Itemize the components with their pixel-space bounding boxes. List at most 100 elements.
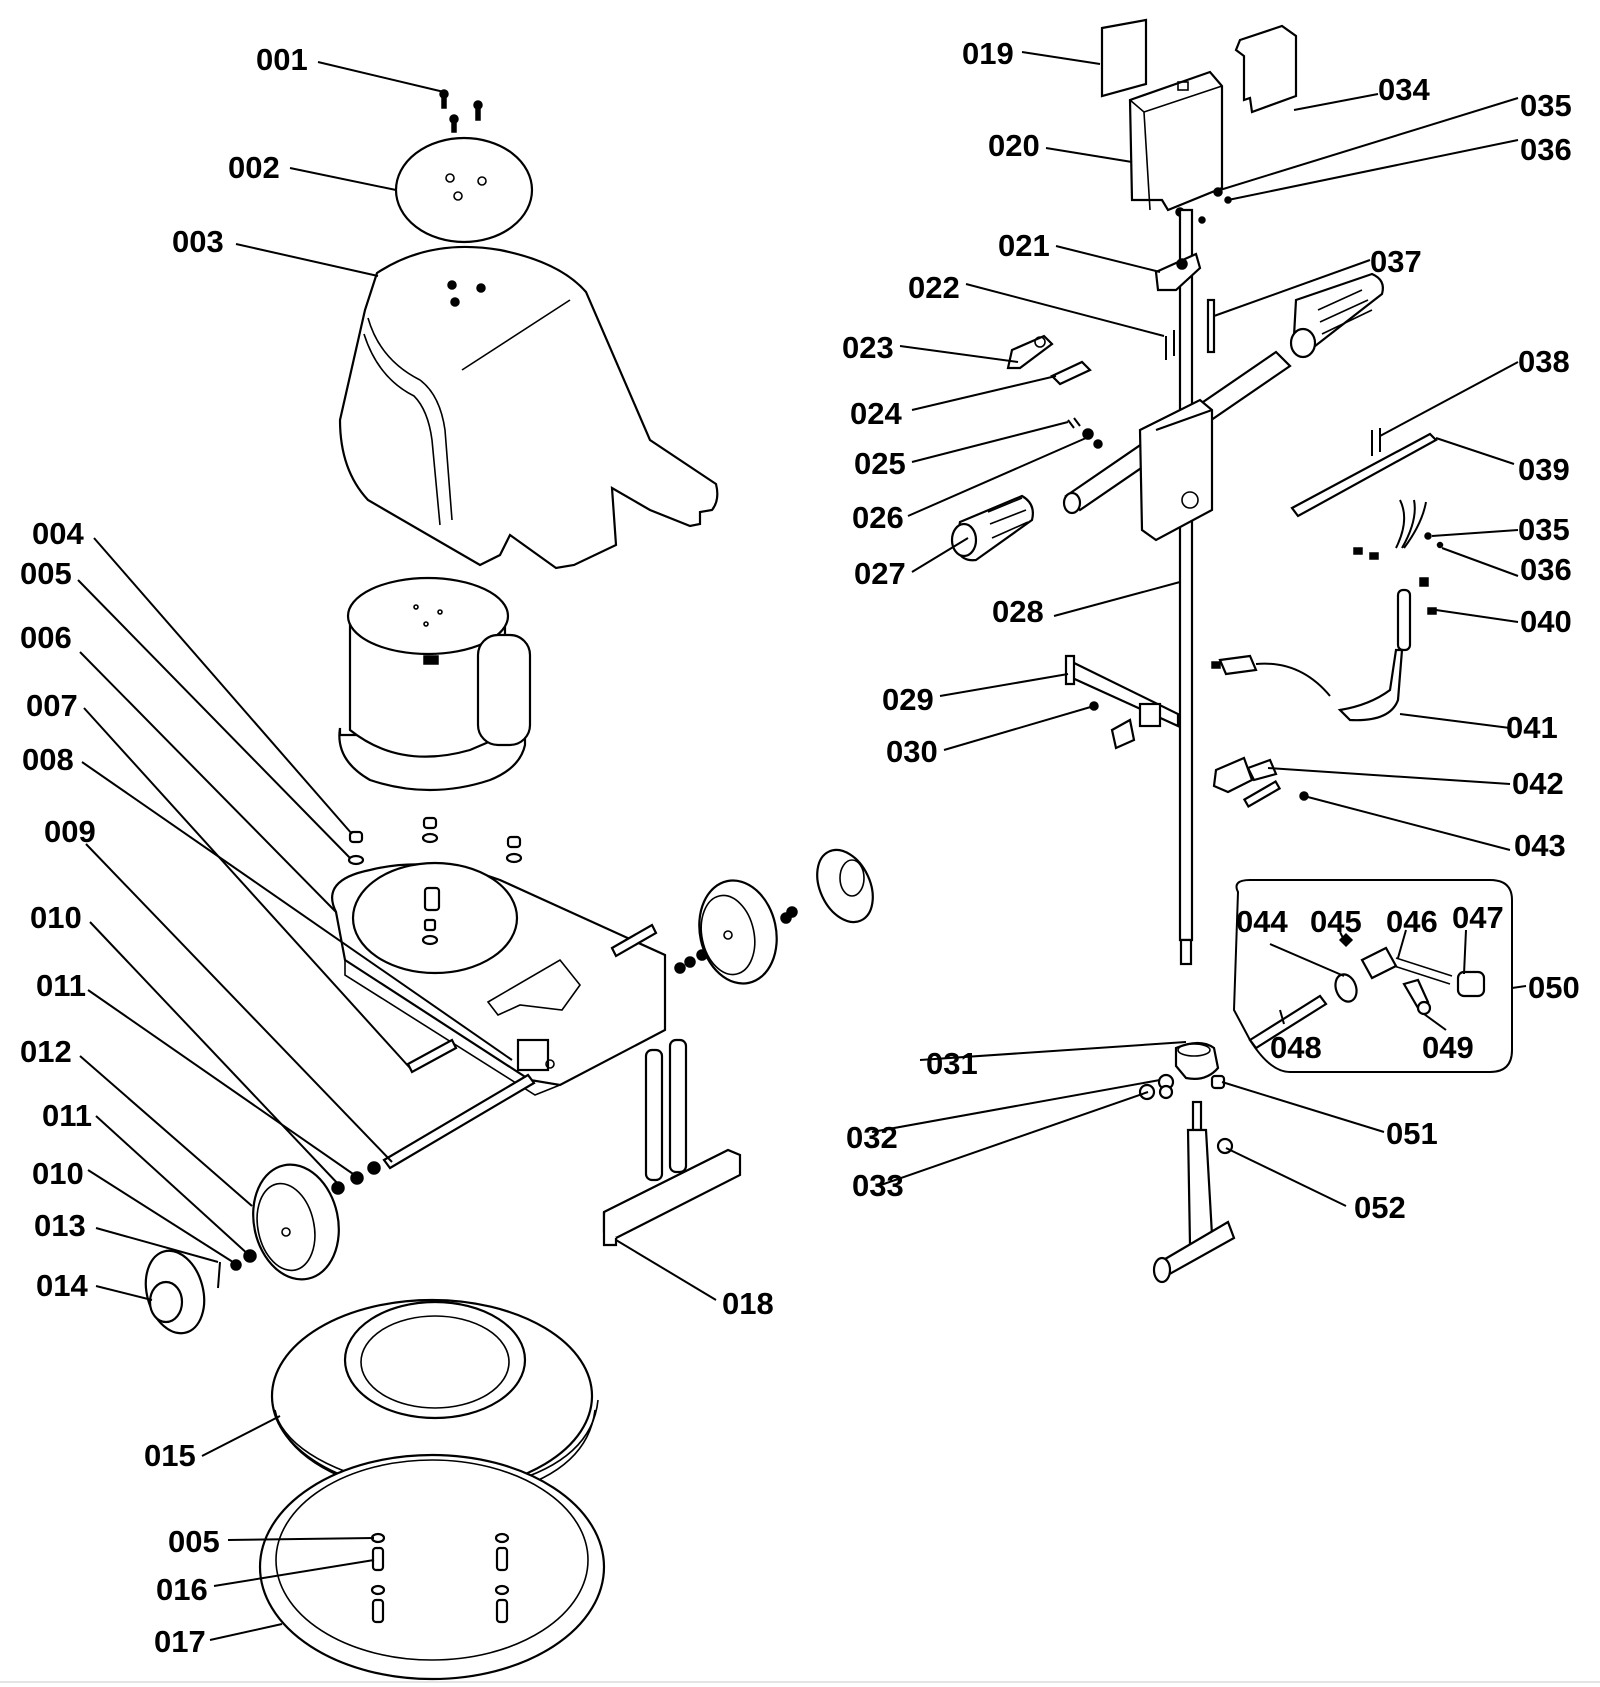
leader-021 [1055,245,1161,273]
switch-housing-020 [1128,70,1224,212]
callout-016: 016 [156,1572,208,1607]
bottom-divider [0,1681,1600,1683]
cord-assembly [1337,499,1444,722]
leader-010b [87,1169,237,1265]
leader-008 [81,761,513,1061]
callout-023: 023 [842,330,894,365]
leader-038 [1379,361,1519,437]
handle-lock-box-050 [1232,879,1513,1073]
threaded-rod-048 [1248,994,1328,1050]
leader-039 [1435,437,1515,465]
leader-032 [871,1079,1161,1133]
callout-020: 020 [988,128,1040,163]
leader-029 [939,673,1069,697]
callout-047: 047 [1452,900,1504,935]
callout-044: 044 [1236,904,1288,939]
motor-hood-003 [338,245,719,570]
callout-010: 010 [30,900,82,935]
leader-036b [1441,547,1519,577]
leader-025 [911,421,1069,463]
leader-017 [209,1623,283,1641]
leader-045 [1339,931,1345,941]
callout-032: 032 [846,1120,898,1155]
leader-019 [1021,51,1101,65]
leader-031 [919,1041,1187,1061]
callout-003: 003 [172,224,224,259]
callout-019: 019 [962,36,1014,71]
leader-lines [77,51,1527,1641]
callout-052: 052 [1354,1190,1406,1225]
leader-043 [1303,795,1511,851]
callout-034: 034 [1378,72,1430,107]
callout-011: 011 [36,968,86,1003]
leader-018 [615,1239,717,1301]
callout-035: 035 [1520,88,1572,123]
leader-016 [213,1559,375,1587]
callout-046: 046 [1386,904,1438,939]
callout-013: 013 [34,1208,86,1243]
leader-035b [1431,529,1519,537]
leader-009 [85,843,393,1163]
callout-031: 031 [926,1046,978,1081]
leader-027 [911,537,969,573]
leader-005b [227,1537,375,1541]
pins-022-spring-037 [1165,298,1216,360]
callout-027: 027 [854,556,906,591]
leader-044 [1269,943,1345,977]
front-wheel-right [674,848,874,985]
callout-011-b: 011 [42,1098,92,1133]
callout-043: 043 [1514,828,1566,863]
callout-026: 026 [852,500,904,535]
leader-007 [83,707,411,1069]
pin-038-rod-039 [1290,428,1438,518]
callout-036: 036 [1520,132,1572,167]
callout-040: 040 [1520,604,1572,639]
callout-041: 041 [1506,710,1558,745]
callout-labels: 001 002 003 004 005 006 007 008 009 010 … [20,36,1580,1659]
leader-012 [79,1055,253,1207]
handle-tube-028 [1178,208,1194,966]
leader-033 [877,1091,1149,1187]
leader-005a [77,579,351,859]
skirt-ring-017 [258,1453,606,1681]
callout-025: 025 [854,446,906,481]
handle-grip-027 [950,494,1034,562]
leader-041 [1399,713,1511,729]
screws-001 [439,89,483,133]
callout-048: 048 [1270,1030,1322,1065]
axle-009 [382,1073,536,1170]
leader-001 [317,61,445,93]
callout-008: 008 [22,742,74,777]
lever-023 [1006,334,1054,370]
handle-bar [1062,350,1292,542]
bracket-024 [1050,360,1092,386]
lever-bracket-029 [1064,654,1180,750]
leader-040 [1435,609,1519,623]
handle-base-t [1152,1100,1236,1284]
callout-036-b: 036 [1520,552,1572,587]
leader-013 [95,1227,219,1263]
callout-049: 049 [1422,1030,1474,1065]
callout-030: 030 [886,734,938,769]
leader-011a [87,989,357,1177]
cover-plate-034 [1234,24,1298,114]
leader-006 [79,651,337,913]
pad-driver-015 [270,1298,599,1504]
leader-049 [1423,1013,1447,1031]
callout-017: 017 [154,1624,206,1659]
lock-parts-044-049 [1334,932,1486,1016]
leader-024 [911,375,1057,411]
callout-006: 006 [20,620,72,655]
handle-yoke-018 [602,1038,742,1247]
leader-042 [1267,767,1511,785]
leader-003 [235,243,379,277]
switch-021 [1154,252,1202,292]
washers-010-011 [331,1161,381,1195]
callout-012: 012 [20,1034,72,1069]
leader-015 [201,1415,281,1457]
wheel-012 [252,1163,340,1281]
leader-050 [1511,985,1527,989]
label-plate-019 [1100,18,1148,98]
leader-035a [1219,97,1519,191]
